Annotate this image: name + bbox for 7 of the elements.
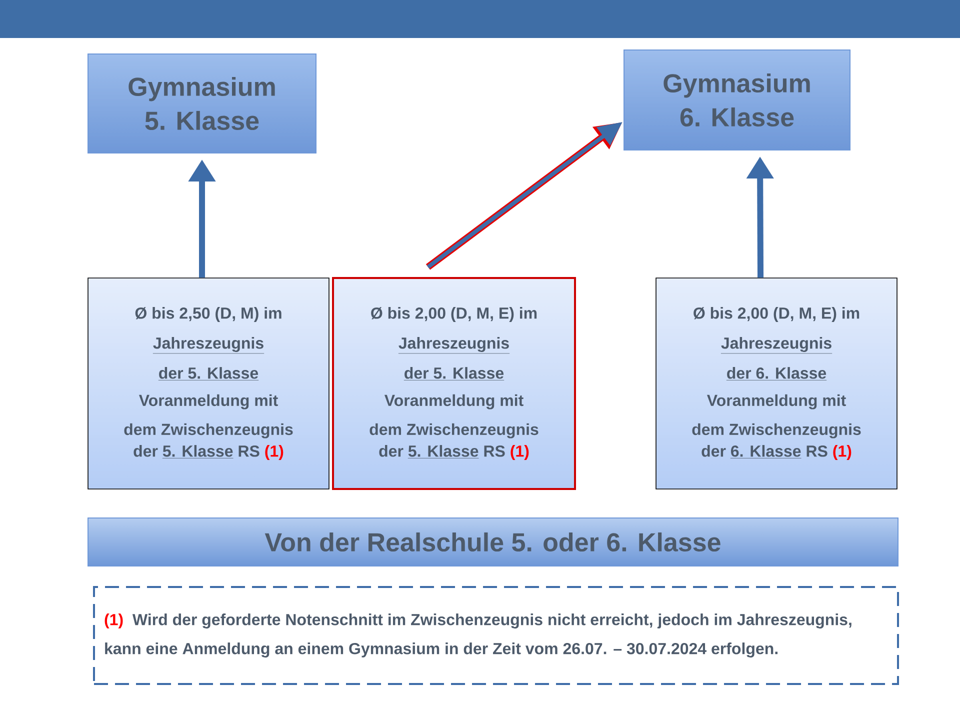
- criteria-box: Ø bis 2,00 (D, M, E) im Jahreszeugnis der 5. Klasse Voranmeldung mit dem Zwischenzeugnis der 5. Klasse RS (1): [332, 277, 576, 490]
- school-box: Gymnasium 5. Klasse: [88, 54, 316, 154]
- school-box: Gymnasium 6. Klasse: [624, 50, 851, 150]
- criteria-box: Ø bis 2,50 (D, M) im Jahreszeugnis der 5. Klasse Voranmeldung mit dem Zwischenzeugnis der 5. Klasse RS (1): [88, 278, 330, 490]
- footnote-box: (1) Wird der geforderte Notenschnitt im Zwischenzeugnis nicht erreicht, jedoch im Jahreszeugnis, kann eine Anmeldung an einem Gymnasium in der Zeit vom 26.07. – 30.07.2024 erfolgen.: [93, 586, 900, 685]
- banner-box: Von der Realschule 5. oder 6. Klasse: [88, 518, 899, 566]
- criteria-box: Ø bis 2,00 (D, M, E) im Jahreszeugnis der 6. Klasse Voranmeldung mit dem Zwischenzeugnis der 6. Klasse RS (1): [656, 278, 898, 490]
